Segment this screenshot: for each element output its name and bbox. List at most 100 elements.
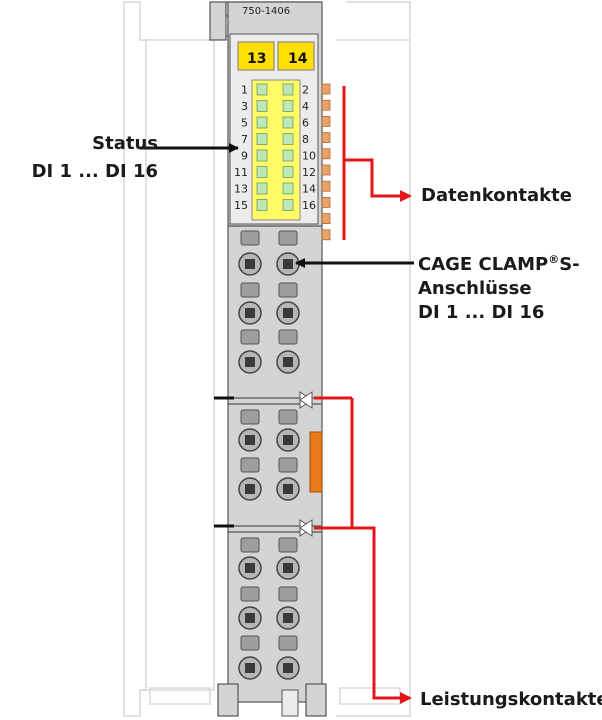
clamp-wire-hole bbox=[283, 357, 293, 367]
led-di8 bbox=[282, 133, 294, 145]
clamp-release-slot bbox=[240, 329, 260, 345]
data-contact-pin bbox=[321, 83, 331, 95]
clamp-wire-hole bbox=[245, 663, 255, 673]
led-number: 4 bbox=[302, 100, 309, 113]
clamp-release-slot bbox=[278, 282, 298, 298]
led-di3 bbox=[256, 100, 268, 112]
clamp-release-slot bbox=[240, 230, 260, 246]
led-di14 bbox=[282, 182, 294, 195]
led-number: 2 bbox=[302, 84, 309, 97]
clamp-wire-hole bbox=[283, 613, 293, 623]
led-number: 8 bbox=[302, 133, 309, 146]
status-label: Status bbox=[66, 132, 158, 156]
led-di6 bbox=[282, 116, 294, 129]
clamp-release-slot bbox=[240, 537, 260, 553]
clamp-wire-hole bbox=[283, 484, 293, 494]
led-number: 6 bbox=[302, 117, 309, 130]
clamp-wire-hole bbox=[283, 308, 293, 318]
clamp-wire-hole bbox=[245, 308, 255, 318]
clamp-release-slot bbox=[240, 282, 260, 298]
data-contact-pin bbox=[321, 116, 331, 127]
led-number: 14 bbox=[302, 183, 316, 196]
led-numbers-right: 2 4 6 8 10 12 14 16 bbox=[302, 84, 316, 213]
led-di16 bbox=[282, 199, 294, 211]
data-contact-pin bbox=[321, 213, 331, 225]
led-di2 bbox=[282, 83, 294, 96]
led-di1 bbox=[256, 83, 268, 96]
power-contacts-bracket bbox=[314, 396, 412, 704]
clamp-wire-hole bbox=[245, 563, 255, 573]
led-di13 bbox=[256, 182, 268, 195]
clamp-wire-hole bbox=[245, 357, 255, 367]
clamp-release-slot bbox=[240, 586, 260, 602]
clamp-release-slot bbox=[240, 409, 260, 425]
data-contact-pin bbox=[321, 99, 331, 111]
terminal-tags bbox=[237, 41, 315, 71]
led-number: 5 bbox=[241, 117, 248, 130]
led-number: 16 bbox=[302, 199, 316, 212]
led-number: 7 bbox=[241, 133, 248, 146]
led-number: 12 bbox=[302, 166, 316, 179]
led-number: 3 bbox=[241, 100, 248, 113]
led-di11 bbox=[256, 166, 268, 178]
data-contact-pin bbox=[321, 148, 331, 160]
clamp-release-slot bbox=[278, 537, 298, 553]
data-contact-pin bbox=[321, 229, 331, 241]
background-outline bbox=[123, 1, 411, 717]
status-range-label: DI 1 ... DI 16 bbox=[31, 161, 158, 182]
data-contact-pin bbox=[321, 164, 331, 176]
clamp-wire-hole bbox=[245, 259, 255, 269]
data-contacts-bracket bbox=[342, 86, 412, 240]
data-contact-pin bbox=[321, 180, 331, 192]
clamp-release-slot bbox=[278, 457, 298, 473]
led-number: 15 bbox=[234, 199, 248, 212]
registered-mark: ® bbox=[548, 253, 560, 266]
clamp-wire-hole bbox=[283, 563, 293, 573]
clamp-wire-hole bbox=[245, 435, 255, 445]
clamp-wire-hole bbox=[283, 435, 293, 445]
power-contact-notches bbox=[299, 391, 313, 537]
terminal-tag-13: 13 bbox=[247, 51, 266, 67]
cage-clamp-line2: Anschlüsse bbox=[418, 278, 532, 299]
led-number: 13 bbox=[234, 183, 248, 196]
model-number: 750-1406 bbox=[242, 6, 290, 17]
clamp-release-slot bbox=[240, 457, 260, 473]
power-contacts-label: Leistungskontakte bbox=[420, 689, 602, 710]
led-number: 1 bbox=[241, 84, 248, 97]
cage-clamp-name: CAGE CLAMP bbox=[418, 254, 549, 275]
data-contact-pins bbox=[321, 83, 331, 241]
cage-clamp-connectors bbox=[238, 230, 300, 680]
clamp-release-slot bbox=[278, 230, 298, 246]
led-di5 bbox=[256, 116, 268, 129]
clamp-release-slot bbox=[278, 635, 298, 651]
clamp-wire-hole bbox=[245, 484, 255, 494]
led-di12 bbox=[282, 166, 294, 178]
led-di4 bbox=[282, 100, 294, 112]
status-title: Status bbox=[92, 133, 158, 154]
clamp-release-slot bbox=[278, 329, 298, 345]
power-contact-bar bbox=[309, 431, 323, 493]
clamp-release-slot bbox=[278, 409, 298, 425]
led-number: 10 bbox=[302, 150, 316, 163]
led-di7 bbox=[256, 133, 268, 145]
cage-clamp-label: CAGE CLAMP®S- Anschlüsse DI 1 ... DI 16 bbox=[418, 253, 580, 325]
clamp-release-slot bbox=[278, 586, 298, 602]
data-contact-pin bbox=[321, 132, 331, 144]
clamp-wire-hole bbox=[283, 259, 293, 269]
data-contacts-label: Datenkontakte bbox=[421, 185, 572, 206]
clamp-release-slot bbox=[240, 635, 260, 651]
cage-clamp-suffix: S- bbox=[559, 254, 580, 275]
led-number: 11 bbox=[234, 166, 248, 179]
data-contact-pin bbox=[321, 196, 331, 208]
led-di10 bbox=[282, 149, 294, 162]
status-leds bbox=[256, 83, 294, 211]
clamp-wire-hole bbox=[283, 663, 293, 673]
terminal-tag-14: 14 bbox=[288, 51, 308, 67]
clamp-wire-hole bbox=[245, 613, 255, 623]
led-number: 9 bbox=[241, 150, 248, 163]
led-di15 bbox=[256, 199, 268, 211]
led-di9 bbox=[256, 149, 268, 162]
cage-clamp-line3: DI 1 ... DI 16 bbox=[418, 302, 545, 323]
